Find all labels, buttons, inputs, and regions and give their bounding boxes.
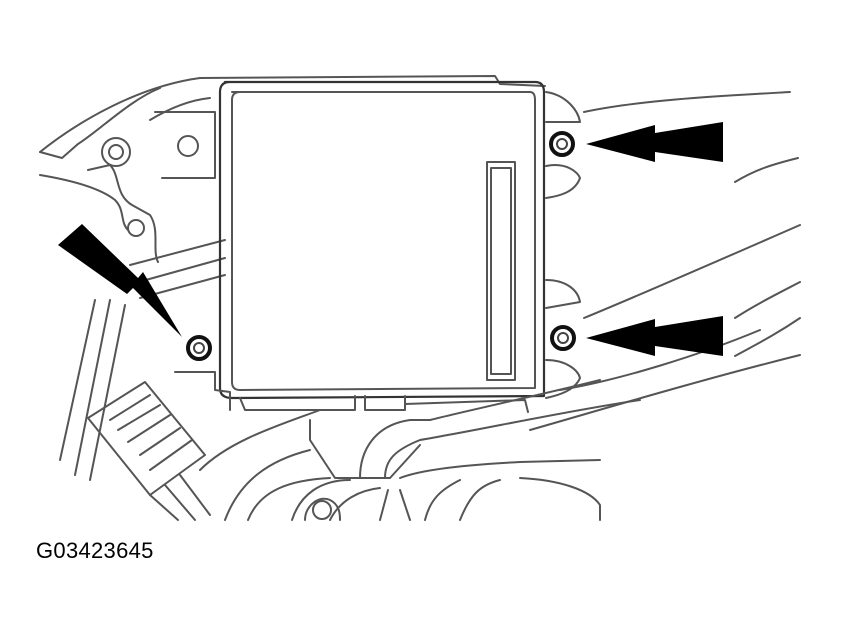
lower-right-fastener — [550, 325, 576, 351]
upper-right-fastener — [549, 131, 575, 157]
harness-connector — [87, 371, 231, 521]
lower-structure — [199, 379, 641, 521]
right-mounting-tabs — [529, 91, 801, 431]
module-housing — [218, 80, 546, 413]
arrow-lower-right-icon — [586, 316, 723, 356]
lower-left-fastener — [186, 335, 212, 361]
arrow-lower-left-icon — [58, 224, 182, 337]
arrow-upper-right-icon — [586, 122, 723, 162]
figure-label: G03423645 — [36, 538, 154, 563]
mounting-bracket — [39, 75, 546, 481]
